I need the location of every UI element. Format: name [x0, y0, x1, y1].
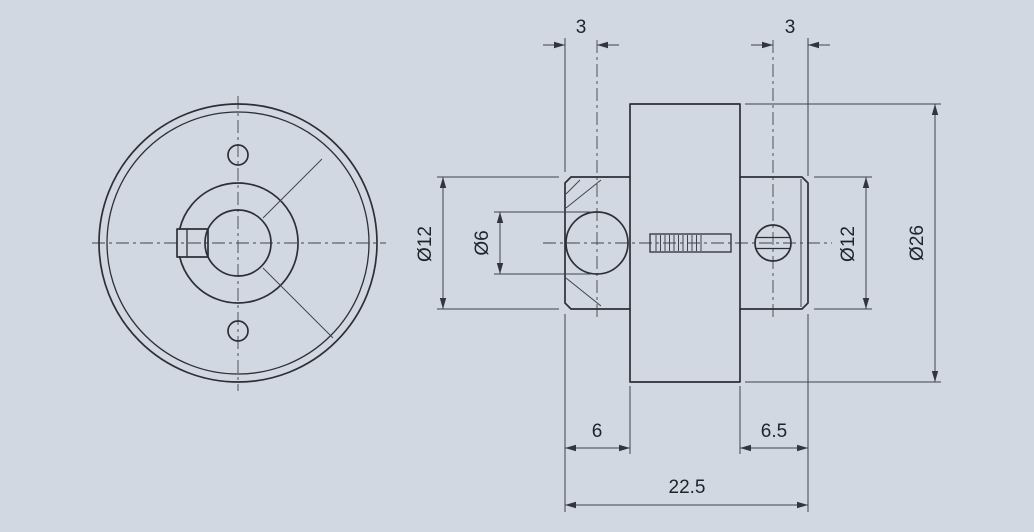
- arrowhead: [597, 41, 608, 49]
- front-view-chamfer-line-upper: [262, 158, 323, 219]
- side-view-pin-body: [649, 233, 732, 253]
- dimension-text-hub-diameter-right: Ø12: [838, 226, 859, 262]
- front-view-hole-bottom: [227, 320, 249, 342]
- side-view-right-hub: [739, 176, 809, 310]
- left-hub-chamfer-detail-top: [565, 179, 602, 209]
- arrowhead: [931, 104, 939, 115]
- dimension-flange-diameter: Ø26: [745, 103, 941, 383]
- side-view-set-screw-head: [754, 224, 792, 262]
- extension-line: [745, 103, 941, 383]
- side-view-flange: [629, 103, 741, 383]
- arrowhead: [797, 501, 808, 509]
- side-view-left-hub: [564, 176, 631, 310]
- arrowhead: [496, 263, 504, 274]
- dimension-offset-left-screw: 3: [543, 17, 619, 172]
- dimension-text-offset-left: 3: [576, 17, 587, 38]
- side-view: [543, 40, 832, 383]
- arrowhead: [565, 501, 576, 509]
- arrowhead: [619, 444, 630, 452]
- front-view-hole-top: [227, 144, 249, 166]
- left-hub-chamfer-detail-bottom: [565, 277, 602, 307]
- extension-line: [494, 211, 591, 275]
- dimension-text-flange-diameter: Ø26: [907, 225, 928, 261]
- dimension-text-offset-right: 3: [785, 17, 796, 38]
- front-view-chamfer-line-lower: [262, 267, 334, 339]
- arrowhead: [554, 41, 565, 49]
- front-view-flange-step-circle: [106, 111, 370, 375]
- dimension-overall-length: 22.5: [565, 477, 808, 509]
- dimension-hub-length-right: 6.5: [739, 314, 809, 512]
- dimension-text-hub-length-left: 6: [592, 421, 603, 442]
- arrowhead: [439, 298, 447, 309]
- dimension-hole-diameter: Ø6: [472, 211, 591, 275]
- side-view-cross-hole: [565, 211, 629, 275]
- left-hub-chamfer-detail-top-2: [565, 179, 581, 195]
- front-view: [92, 96, 386, 391]
- front-view-set-screw: [176, 228, 209, 258]
- arrowhead: [762, 41, 773, 49]
- arrowhead: [797, 444, 808, 452]
- dimension-text-hole-diameter: Ø6: [472, 230, 493, 255]
- extension-line: [814, 176, 872, 310]
- arrowhead: [931, 371, 939, 382]
- dimension-text-hub-diameter-left: Ø12: [415, 226, 436, 262]
- side-view-screw-slot: [756, 236, 790, 250]
- arrowhead: [496, 212, 504, 223]
- dimension-text-hub-length-right: 6.5: [761, 421, 787, 442]
- arrowhead: [740, 444, 751, 452]
- arrowhead: [439, 177, 447, 188]
- arrowhead: [808, 41, 819, 49]
- front-view-bore-circle: [204, 209, 272, 277]
- dimension-hub-diameter-left: Ø12: [415, 176, 559, 310]
- extension-line: [437, 176, 559, 310]
- dimension-offset-right-screw: 3: [751, 17, 830, 176]
- arrowhead: [862, 177, 870, 188]
- front-view-hub-circle: [178, 182, 299, 304]
- side-view-pin-knurl: [655, 235, 702, 251]
- front-view-outer-circle: [98, 103, 378, 383]
- arrowhead: [565, 444, 576, 452]
- dimension-hub-diameter-right: Ø12: [814, 176, 872, 310]
- arrowhead: [862, 298, 870, 309]
- dimension-text-overall-length: 22.5: [669, 477, 706, 498]
- dimension-hub-length-left: 6: [564, 314, 631, 512]
